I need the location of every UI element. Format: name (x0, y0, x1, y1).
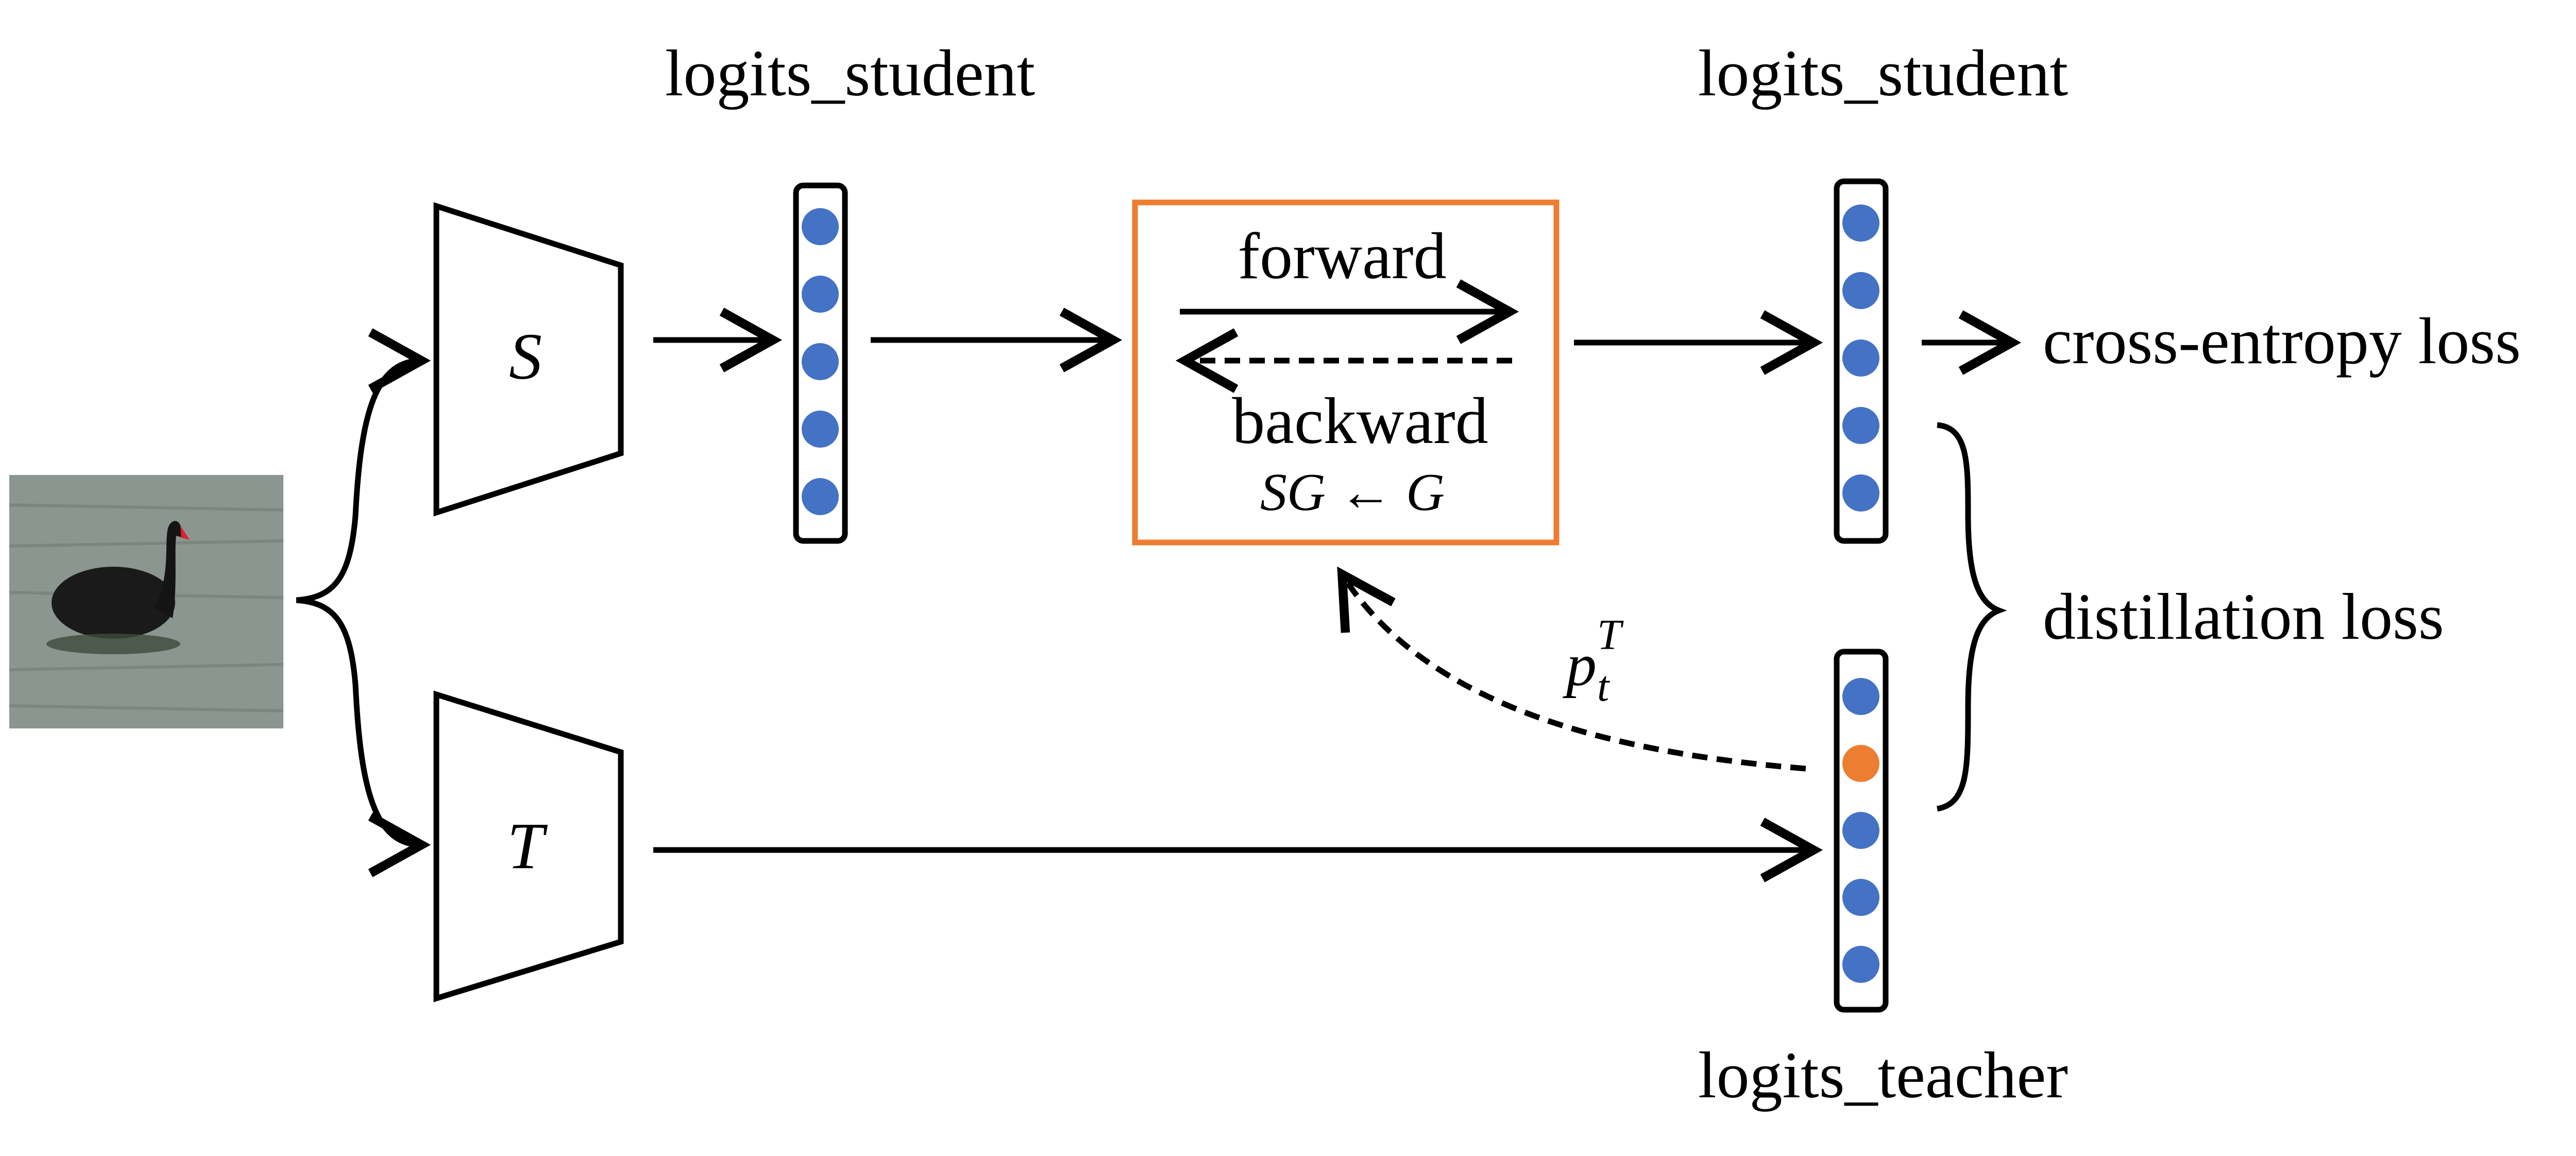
sg-formula: SG ← G (1260, 463, 1445, 522)
flow-arrows (653, 308, 2022, 882)
logits-teacher-vector (1834, 649, 1889, 1013)
distillation-label: distillation loss (2043, 580, 2444, 653)
svg-text:t: t (1597, 662, 1611, 710)
student-symbol: S (509, 320, 542, 393)
logit-node-blue (802, 276, 839, 313)
logits-teacher-label: logits_teacher (1698, 1039, 2068, 1112)
svg-text:T: T (1597, 611, 1624, 659)
forward-label: forward (1238, 219, 1446, 293)
logit-node-blue (1842, 407, 1879, 444)
logit-node-blue (1842, 678, 1879, 715)
logit-node-blue (1842, 272, 1879, 309)
logit-node-blue (802, 478, 839, 515)
logit-node-orange (1842, 745, 1879, 782)
backward-label: backward (1232, 384, 1488, 457)
logits-student-right-vector (1834, 178, 1889, 544)
svg-text:p: p (1563, 631, 1597, 699)
black-swan-photo-icon (46, 521, 190, 654)
distillation-brace (1936, 422, 2007, 812)
logits-student-right-label: logits_student (1698, 37, 2068, 110)
logit-node-blue (1842, 339, 1879, 377)
student-network: S (433, 202, 624, 517)
logit-node-blue (802, 411, 839, 448)
teacher-network: T (433, 690, 624, 1002)
pt-label: p t T (1563, 611, 1624, 710)
logit-node-blue (1842, 946, 1879, 983)
cross-entropy-label: cross-entropy loss (2043, 304, 2521, 378)
logit-node-blue (802, 208, 839, 245)
stop-gradient-box: forward backward SG ← G (1132, 199, 1560, 546)
teacher-symbol: T (507, 809, 548, 882)
logits-student-left-vector (793, 182, 848, 544)
logits-student-left-label: logits_student (665, 37, 1035, 110)
branch-arrows (296, 328, 431, 877)
logit-node-blue (1842, 812, 1879, 849)
logit-node-blue (1842, 474, 1879, 512)
logit-node-blue (1842, 205, 1879, 242)
logit-node-blue (802, 343, 839, 380)
logit-node-blue (1842, 879, 1879, 916)
input-image (9, 475, 284, 728)
